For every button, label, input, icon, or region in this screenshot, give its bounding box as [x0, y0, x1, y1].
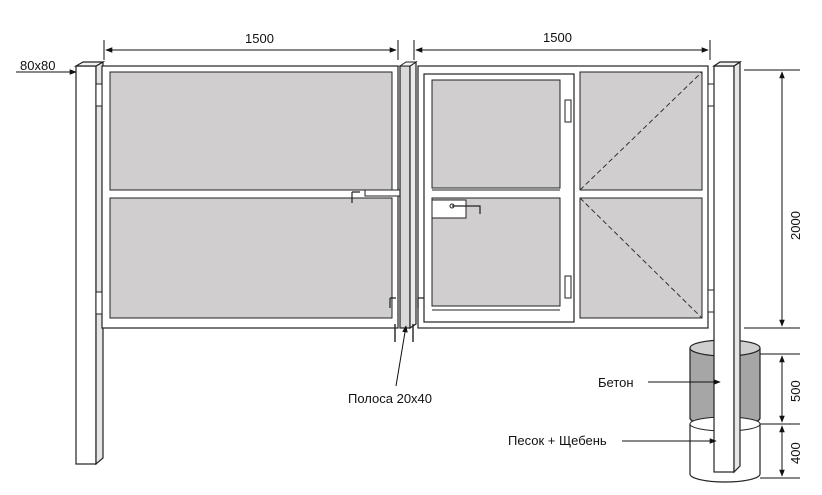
left-post	[73, 60, 106, 466]
post-size-label: 80x80	[20, 58, 56, 73]
right-post-footing	[689, 60, 761, 483]
dimension-lines	[16, 40, 800, 479]
strip-label: Полоса 20x40	[348, 391, 433, 406]
height-gate-label: 2000	[788, 211, 803, 240]
left-gate-leaf	[101, 65, 416, 329]
right-gate-leaf	[417, 65, 709, 329]
depth-concrete-label: 500	[788, 380, 803, 402]
hinge-icon	[95, 83, 103, 315]
width-left-label: 1500	[245, 31, 274, 46]
concrete-label: Бетон	[598, 375, 634, 390]
hinge-icon	[707, 83, 715, 313]
depth-sand-label: 400	[788, 442, 803, 464]
width-right-label: 1500	[543, 30, 572, 45]
sand-gravel-label: Песок + Щебень	[508, 433, 607, 448]
